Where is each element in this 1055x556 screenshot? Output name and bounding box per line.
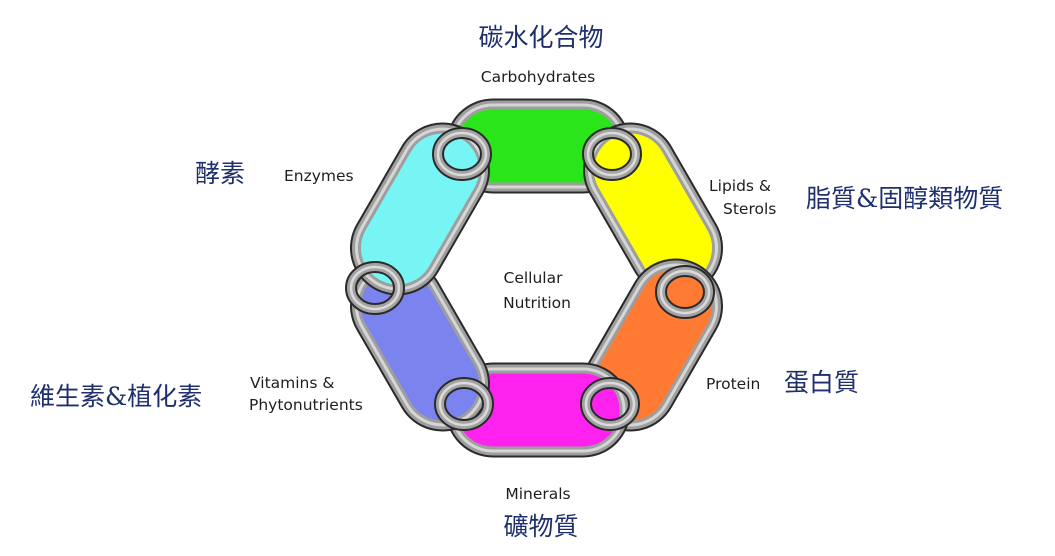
center-label-line2: Nutrition (503, 294, 571, 312)
ring-left (345, 261, 405, 315)
minerals-en-label: Minerals (505, 485, 570, 503)
vitamins-en-label-line2: Phytonutrients (249, 396, 363, 414)
chain-rings (345, 127, 715, 431)
ring-right (655, 265, 715, 319)
lipids-en-label-line1: Lipids & (709, 177, 771, 195)
protein-en-label: Protein (706, 375, 760, 393)
protein-zh-label: 蛋白質 (784, 368, 859, 397)
enzymes-zh-label: 酵素 (195, 159, 245, 188)
ring-bottom-left-highlight (438, 381, 490, 427)
ring-bottom-right (580, 377, 640, 431)
lipids-zh-label: 脂質&固醇類物質 (806, 184, 1003, 213)
vitamins-zh-label: 維生素&植化素 (30, 382, 202, 411)
ring-bottom-right-highlight (584, 381, 636, 427)
carbohydrates-zh-label: 碳水化合物 (478, 23, 603, 52)
ring-top-right (582, 127, 642, 181)
ring-top-left (432, 127, 492, 181)
ring-top-right-highlight (586, 131, 638, 177)
enzymes-en-label: Enzymes (284, 167, 354, 185)
carbohydrates-en-label: Carbohydrates (481, 68, 595, 86)
ring-bottom-left (434, 377, 494, 431)
lipids-en-label-line2: Sterols (723, 200, 776, 218)
ring-top-left-highlight (436, 131, 488, 177)
vitamins-en-label-line1: Vitamins & (250, 374, 334, 392)
minerals-zh-label: 礦物質 (503, 512, 578, 541)
center-label-line1: Cellular (504, 269, 564, 287)
ring-right-highlight (659, 269, 711, 315)
ring-left-highlight (349, 265, 401, 311)
